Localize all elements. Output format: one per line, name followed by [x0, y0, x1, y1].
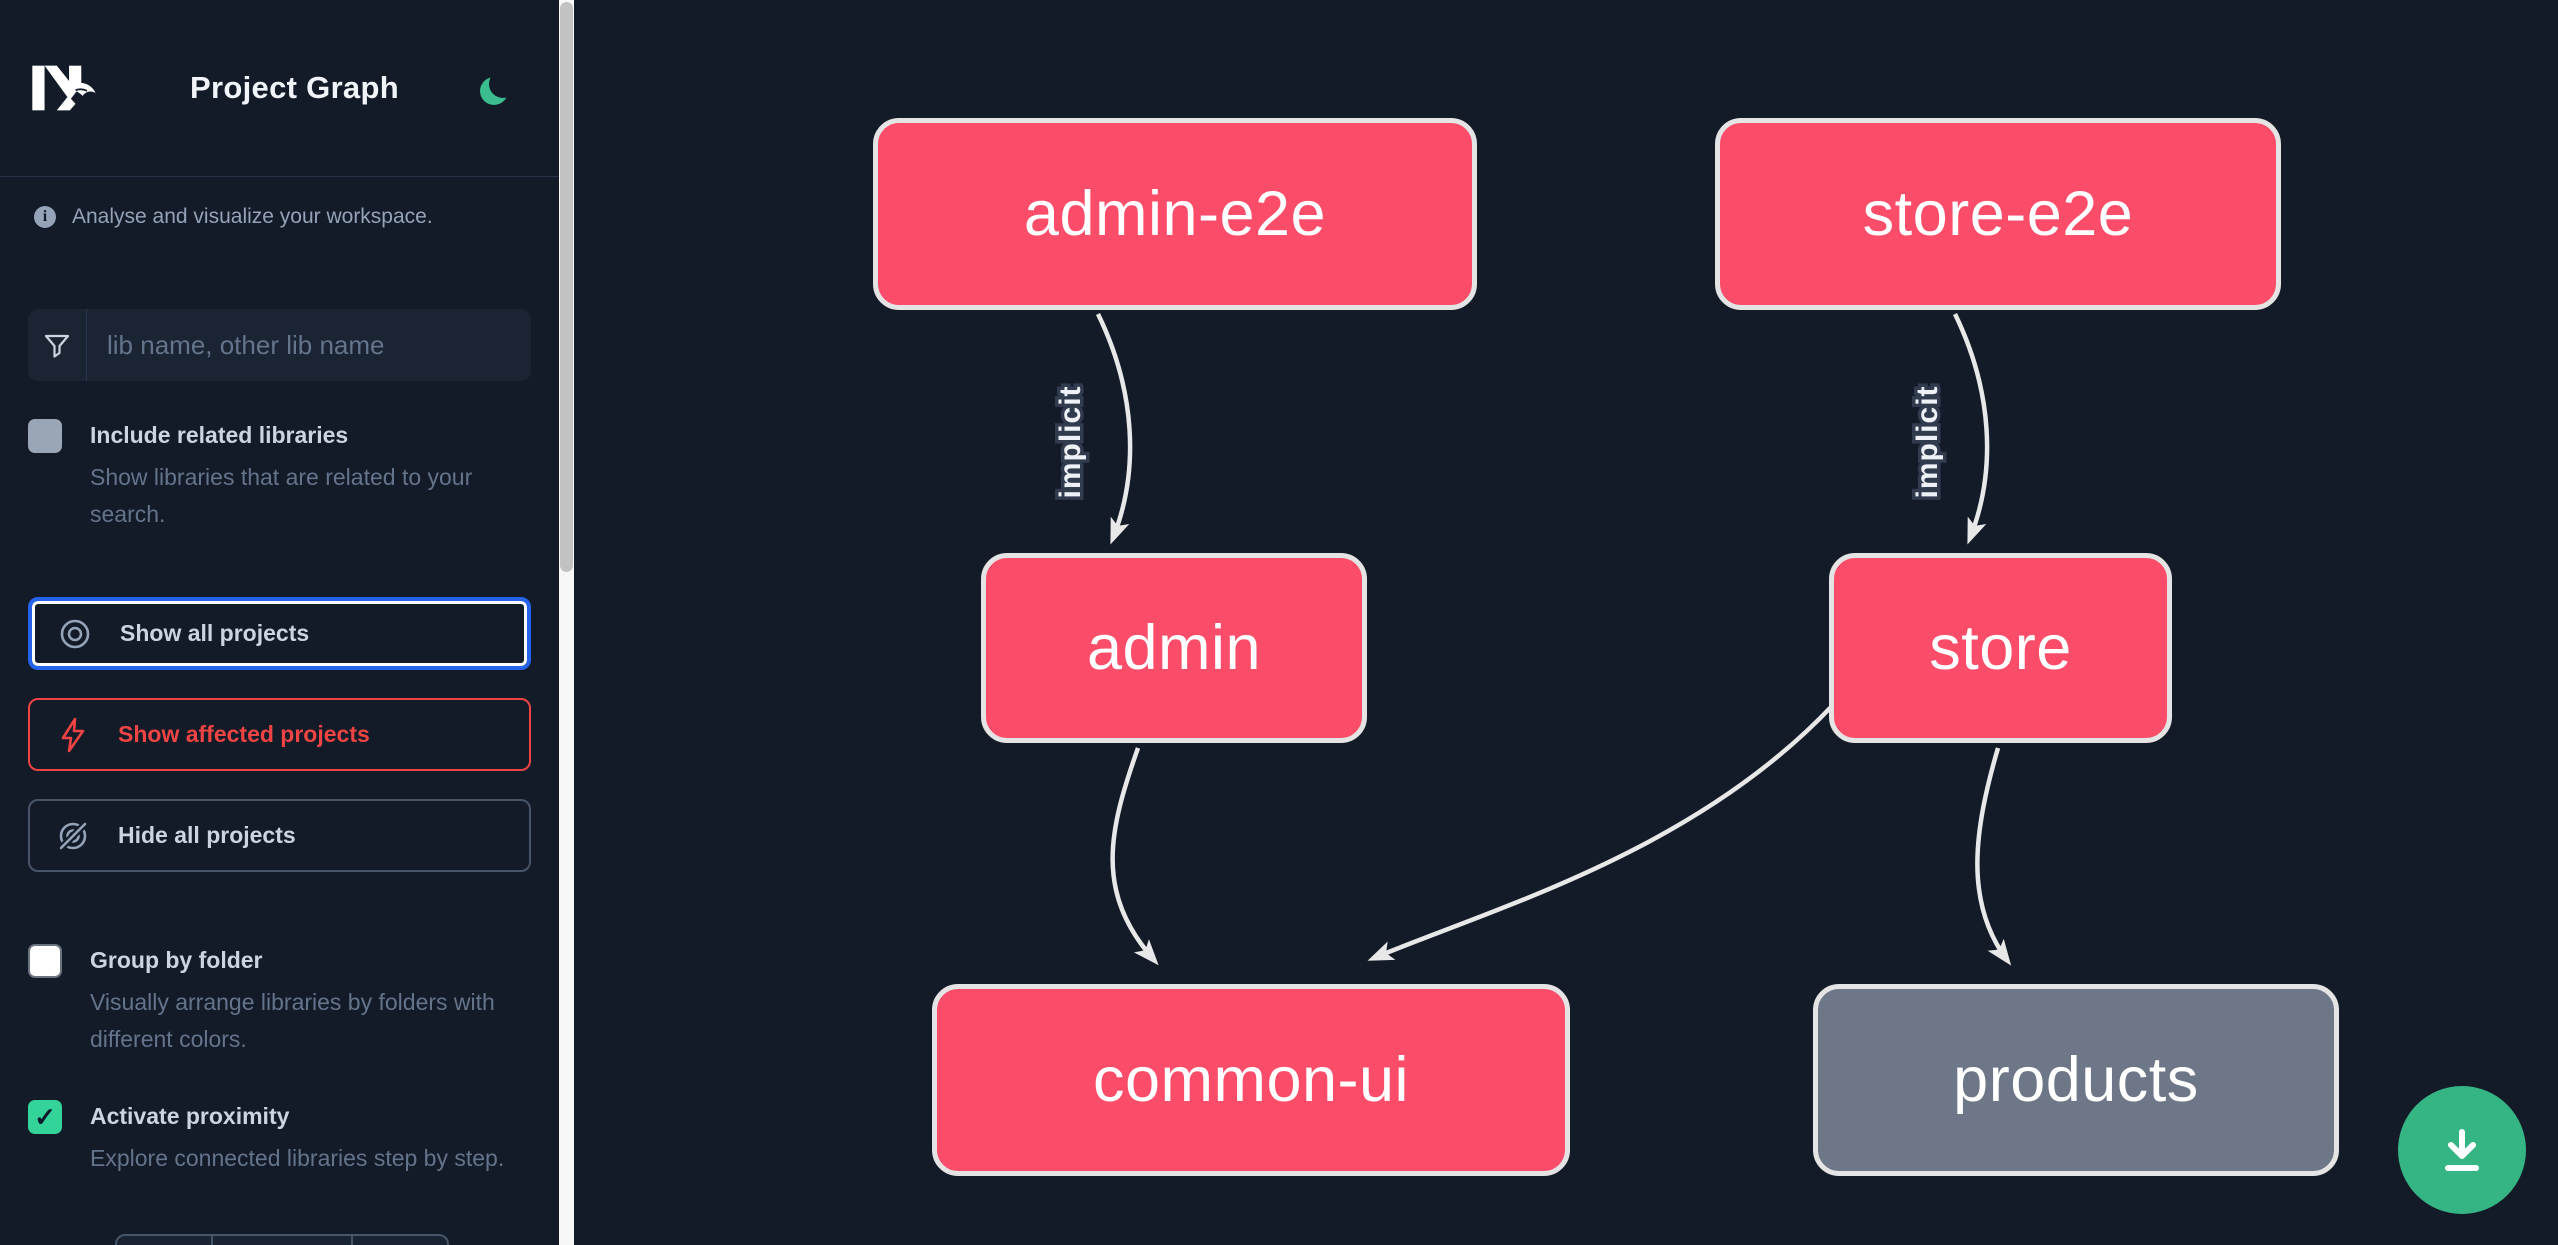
button-label: Show affected projects: [118, 721, 370, 747]
tagline-text: Analyse and visualize your workspace.: [72, 205, 433, 228]
checkbox-description: Visually arrange libraries by folders wi…: [90, 989, 495, 1052]
project-graph-canvas[interactable]: implicit implicit admin-e2e store-e2e admin…: [574, 0, 2558, 1245]
edge-store-to-common-ui[interactable]: [1367, 704, 1834, 961]
sidebar-scrollbar-track[interactable]: [559, 0, 574, 1245]
checkbox-label: Group by folder: [90, 947, 263, 973]
search-box: [28, 309, 531, 381]
edge-label-admin-e2e-to-admin: implicit: [1054, 385, 1087, 498]
download-icon: [2445, 1129, 2479, 1171]
checkbox-description: Explore connected libraries step by step…: [90, 1145, 505, 1171]
activate-proximity-checkbox[interactable]: ✓: [28, 1100, 62, 1134]
show-affected-projects-button[interactable]: Show affected projects: [28, 698, 531, 771]
button-label: Show all projects: [120, 620, 310, 646]
graph-node-store-e2e[interactable]: store-e2e: [1715, 118, 2281, 310]
activate-proximity-row: ✓ Activate proximity Explore connected l…: [28, 1098, 531, 1177]
checkbox-label: Include related libraries: [90, 422, 349, 448]
dark-mode-moon-icon[interactable]: [489, 70, 517, 98]
tagline-row: i Analyse and visualize your workspace.: [34, 205, 531, 229]
hide-all-projects-button[interactable]: Hide all projects: [28, 799, 531, 872]
edge-admin-to-common-ui[interactable]: [1110, 747, 1159, 966]
eye-off-icon: [57, 820, 89, 851]
sidebar-scrollbar-thumb[interactable]: [560, 2, 573, 572]
sidebar: Project Graph i Analyse and visualize yo…: [0, 0, 559, 1245]
edge-admin-e2e-to-admin[interactable]: [1095, 313, 1133, 545]
graph-node-common-ui[interactable]: common-ui: [932, 984, 1570, 1176]
filter-icon: [28, 309, 87, 381]
download-image-button[interactable]: [2398, 1086, 2526, 1214]
search-input[interactable]: [87, 309, 531, 381]
group-by-folder-checkbox[interactable]: [28, 944, 62, 978]
nx-logo-icon: [32, 65, 96, 111]
include-related-checkbox[interactable]: [28, 419, 62, 453]
edge-store-to-products[interactable]: [1975, 747, 2012, 966]
info-icon: i: [34, 206, 56, 228]
group-by-folder-row: Group by folder Visually arrange librari…: [28, 942, 531, 1058]
edge-label-store-e2e-to-store: implicit: [1911, 385, 1944, 498]
graph-node-products[interactable]: products: [1813, 984, 2339, 1176]
sidebar-content: i Analyse and visualize your workspace. …: [0, 177, 559, 1245]
page-title: Project Graph: [190, 70, 399, 105]
bolt-icon: [61, 717, 85, 752]
graph-edges-layer: implicit implicit: [1051, 313, 2012, 966]
proximity-stepper-partial[interactable]: [115, 1234, 449, 1245]
sidebar-header: Project Graph: [0, 0, 559, 177]
button-label: Hide all projects: [118, 822, 296, 848]
include-related-row: Include related libraries Show libraries…: [28, 417, 531, 533]
edge-store-e2e-to-store[interactable]: [1952, 313, 1990, 545]
checkbox-label: Activate proximity: [90, 1103, 290, 1129]
eye-icon: [60, 619, 90, 648]
graph-node-admin[interactable]: admin: [981, 553, 1367, 743]
checkbox-description: Show libraries that are related to your …: [90, 464, 473, 527]
graph-node-admin-e2e[interactable]: admin-e2e: [873, 118, 1477, 310]
show-all-projects-button[interactable]: Show all projects: [28, 597, 531, 670]
graph-node-store[interactable]: store: [1829, 553, 2172, 743]
